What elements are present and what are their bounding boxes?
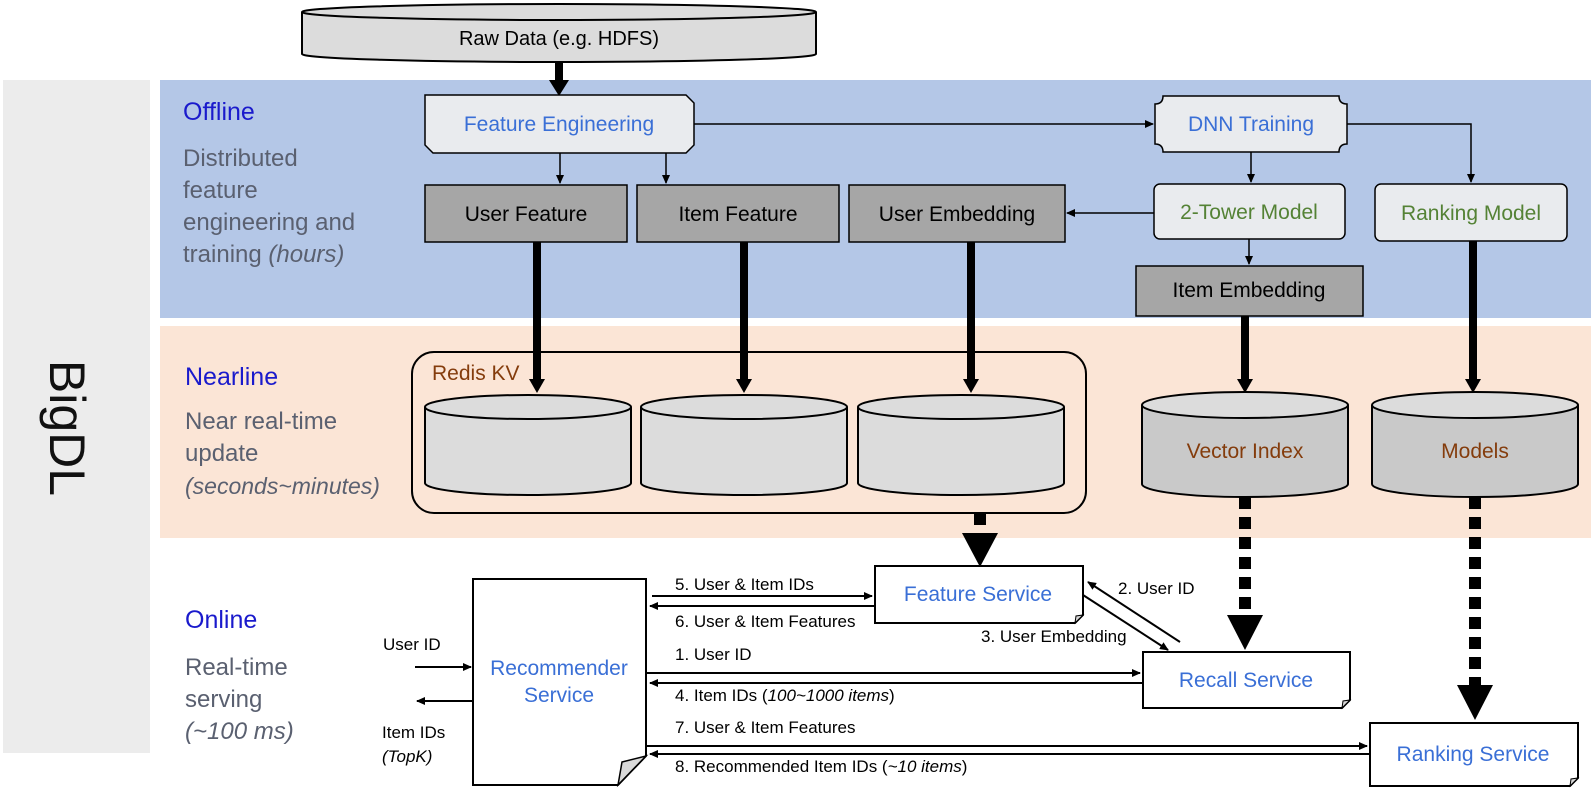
ranking-model-label: Ranking Model — [1401, 202, 1541, 225]
offline-description: Distributed feature engineering and trai… — [183, 143, 403, 271]
feature-engineering-label: Feature Engineering — [464, 113, 654, 136]
nearline-description: Near real-time update (seconds~minutes) — [185, 406, 415, 502]
raw-data-label: Raw Data (e.g. HDFS) — [459, 28, 659, 50]
models-label: Models — [1441, 440, 1509, 463]
output-item-ids-label: Item IDs — [382, 723, 445, 742]
edge-label-3: 3. User Embedding — [981, 627, 1127, 646]
sidebar-band — [3, 80, 150, 753]
raw-to-fe-arrowhead — [549, 80, 569, 96]
online-edges — [415, 581, 1370, 758]
recommender-service-box: Recommender Service — [472, 578, 649, 788]
raw-data-store: Raw Data (e.g. HDFS) — [301, 3, 817, 63]
user-feature-label: User Feature — [465, 203, 588, 226]
recommender-service-label-1: Recommender — [490, 657, 628, 680]
redis-store-item-feature — [640, 394, 848, 496]
online-description: Real-time serving (~100 ms) — [185, 652, 365, 748]
edge-label-1: 1. User ID — [675, 645, 752, 664]
item-feature-label: Item Feature — [678, 203, 797, 226]
online-title: Online — [185, 606, 258, 634]
edge-label-2: 2. User ID — [1118, 579, 1195, 598]
redis-store-user-feature — [424, 394, 632, 496]
nearline-desc-line-2: update — [185, 440, 259, 467]
feature-service-label: Feature Service — [904, 583, 1052, 606]
nearline-desc-line-3: (seconds~minutes) — [185, 473, 380, 499]
nearline-desc-line-1: Near real-time — [185, 408, 338, 435]
offline-title: Offline — [183, 98, 255, 126]
offline-desc-line-4: training (hours) — [183, 241, 345, 268]
sidebar-label: BigDL — [39, 360, 95, 496]
input-user-id-label: User ID — [383, 635, 441, 654]
offline-desc-line-1: Distributed — [183, 145, 298, 172]
item-embedding-box: Item Embedding — [1135, 265, 1364, 317]
dashed-arrows-nearline-to-online — [962, 497, 1493, 720]
vector-index-store: Vector Index — [1141, 391, 1349, 498]
ranking-model-box: Ranking Model — [1374, 183, 1568, 242]
dnn-training-label: DNN Training — [1188, 113, 1314, 136]
feature-engineering-box: Feature Engineering — [424, 94, 695, 154]
models-store: Models — [1371, 391, 1579, 498]
online-desc-line-2: serving — [185, 686, 263, 713]
edge-label-6: 6. User & Item Features — [675, 612, 855, 631]
user-embedding-box: User Embedding — [848, 184, 1066, 243]
ranking-service-box: Ranking Service — [1369, 722, 1580, 788]
offline-desc-line-3: engineering and — [183, 209, 356, 236]
dnn-to-ranking-model-arrow — [1347, 123, 1475, 183]
thick-arrows-offline-to-nearline — [529, 241, 1481, 393]
edge-label-7: 7. User & Item Features — [675, 718, 855, 737]
user-embedding-label: User Embedding — [879, 203, 1035, 226]
recall-service-box: Recall Service — [1142, 651, 1352, 710]
redis-kv-label: Redis KV — [432, 362, 520, 385]
user-feature-box: User Feature — [424, 184, 628, 243]
vector-index-label: Vector Index — [1187, 440, 1304, 463]
ranking-service-label: Ranking Service — [1397, 743, 1550, 766]
offline-desc-line-2: feature — [183, 177, 258, 204]
nearline-title: Nearline — [185, 363, 279, 391]
online-desc-line-1: Real-time — [185, 654, 288, 681]
dnn-training-box: DNN Training — [1154, 95, 1348, 153]
item-embedding-label: Item Embedding — [1173, 279, 1326, 302]
item-feature-box: Item Feature — [636, 184, 840, 243]
two-tower-model-box: 2-Tower Model — [1153, 183, 1346, 240]
output-topk-label: (TopK) — [382, 747, 432, 766]
redis-kv-container — [411, 351, 1087, 514]
redis-store-user-embedding — [857, 394, 1065, 496]
recall-service-label: Recall Service — [1179, 669, 1313, 692]
edge-label-5: 5. User & Item IDs — [675, 575, 814, 594]
feature-service-box: Feature Service — [874, 565, 1085, 625]
two-tower-model-label: 2-Tower Model — [1180, 201, 1318, 224]
online-desc-line-3: (~100 ms) — [185, 718, 294, 745]
edge-label-8: 8. Recommended Item IDs (~10 items) — [675, 757, 967, 776]
edge-label-4: 4. Item IDs (100~1000 items) — [675, 686, 895, 705]
recommender-service-label-2: Service — [524, 684, 594, 707]
